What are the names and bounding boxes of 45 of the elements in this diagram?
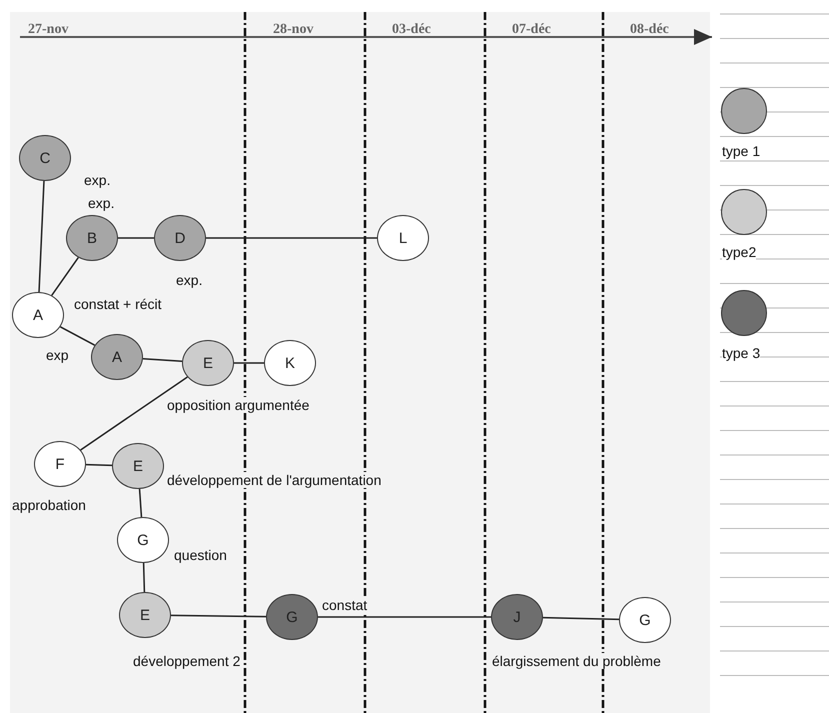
connector-line: [86, 464, 112, 466]
annotation-text: approbation: [12, 497, 86, 513]
date-label: 27-nov: [28, 22, 68, 38]
node-letter: D: [174, 230, 186, 246]
connector-line: [118, 237, 154, 239]
date-label: 03-déc: [392, 22, 431, 38]
legend-text: type 1: [722, 143, 760, 159]
node-letter: G: [639, 612, 651, 628]
node-letter: G: [137, 532, 149, 548]
connector-line: [142, 562, 146, 592]
connector-line: [234, 362, 264, 364]
date-label: 07-déc: [512, 22, 551, 38]
node-letter: G: [286, 608, 298, 626]
connector-line: [318, 616, 491, 618]
connector-line: [138, 488, 142, 518]
node-letter: A: [32, 306, 43, 324]
annotation-text: opposition argumentée: [167, 397, 310, 413]
node-letter: E: [202, 354, 213, 372]
connector-line: [542, 616, 620, 620]
connector-line: [80, 376, 188, 451]
node-letter: C: [40, 150, 50, 166]
annotation-text: développement 2: [133, 653, 240, 669]
legend-text: type2: [722, 244, 756, 260]
connector-line: [170, 614, 266, 618]
annotation-text: constat + récit: [74, 296, 162, 312]
connector-line: [142, 358, 182, 362]
date-label: 28-nov: [273, 22, 314, 38]
node-letter: A: [112, 348, 122, 366]
connector-line: [206, 237, 377, 239]
annotation-text: question: [174, 547, 227, 563]
connector-line: [38, 180, 45, 292]
connector-line: [60, 326, 96, 346]
date-label: 08-déc: [630, 22, 669, 38]
node-letter: J: [513, 608, 521, 626]
node-letter: K: [284, 354, 295, 372]
annotation-text: élargissement du problème: [492, 653, 661, 669]
node-letter: B: [86, 230, 97, 246]
annotation-text: développement de l'argumentation: [167, 472, 382, 488]
node-letter: F: [55, 456, 65, 472]
annotation-text: constat: [322, 597, 368, 613]
legend-text: type 3: [722, 345, 760, 361]
connector-line: [51, 257, 79, 296]
node-letter: E: [140, 606, 150, 624]
node-letter: L: [398, 230, 408, 246]
node-letter: E: [132, 458, 143, 474]
